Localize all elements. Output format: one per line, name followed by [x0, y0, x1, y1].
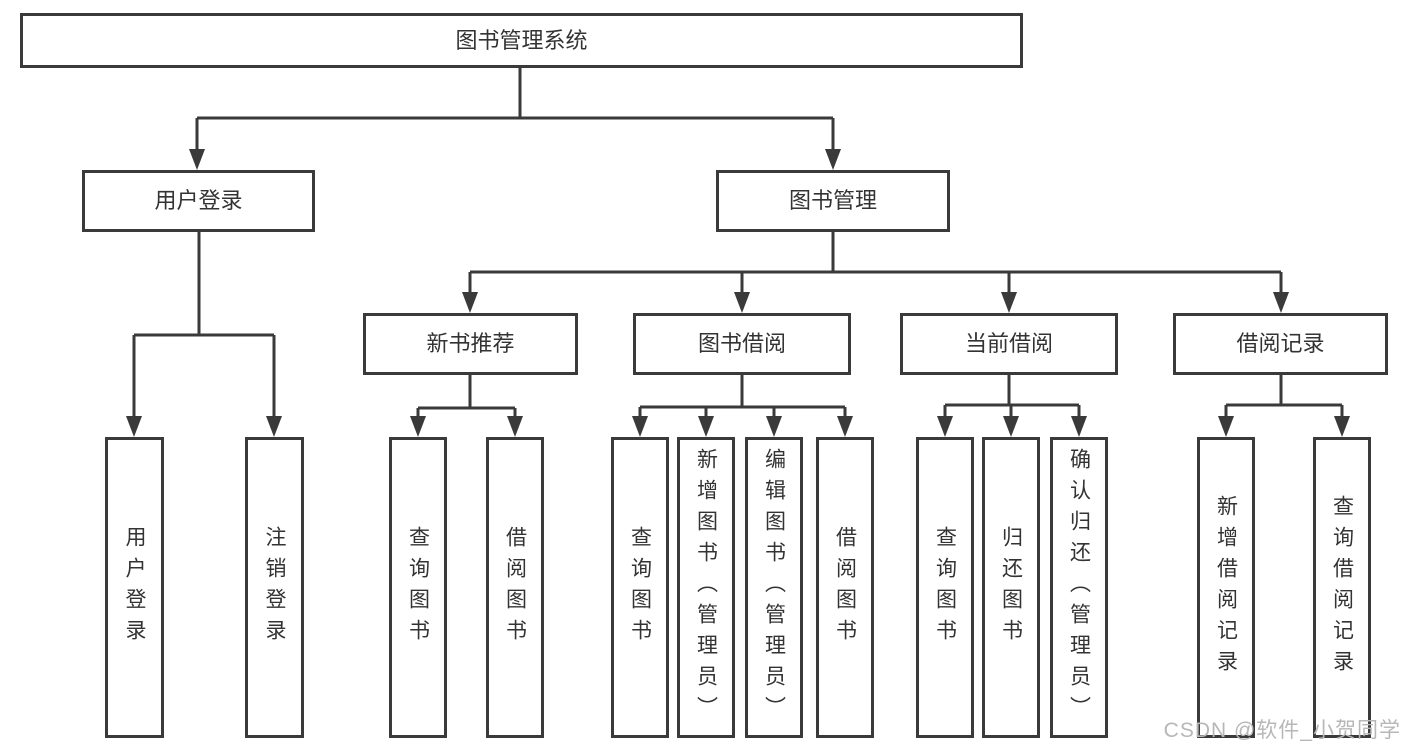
node-current-borrowing: 当前借阅 [900, 313, 1118, 375]
node-borrow-records: 借阅记录 [1173, 313, 1388, 375]
node-book-borrowing-label: 图书借阅 [697, 331, 786, 356]
leaf-borrowing-borrow-books: 借阅图书 [816, 437, 874, 738]
leaf-recommend-query-books: 查询图书 [389, 437, 447, 738]
leaf-borrowing-edit-books-admin-label: 编辑图书（管理员） [762, 448, 786, 727]
leaf-current-confirm-return-admin: 确认归还（管理员） [1050, 437, 1108, 738]
node-borrow-records-label: 借阅记录 [1236, 331, 1325, 356]
node-new-book-recommend-label: 新书推荐 [426, 331, 515, 356]
watermark: CSDN @软件_小贺同学 [1163, 719, 1401, 742]
leaf-borrowing-query-books-label: 查询图书 [628, 525, 652, 650]
leaf-records-add-record-label: 新增借阅记录 [1214, 494, 1238, 681]
leaf-records-query-record: 查询借阅记录 [1313, 437, 1371, 738]
leaf-logout: 注销登录 [245, 437, 304, 738]
leaf-current-return-books-label: 归还图书 [999, 525, 1023, 650]
node-current-borrowing-label: 当前借阅 [964, 331, 1053, 356]
leaf-records-add-record: 新增借阅记录 [1197, 437, 1255, 738]
node-book-management-label: 图书管理 [788, 188, 877, 213]
leaf-borrowing-borrow-books-label: 借阅图书 [833, 525, 857, 650]
leaf-borrowing-query-books: 查询图书 [611, 437, 669, 738]
leaf-recommend-query-books-label: 查询图书 [406, 525, 430, 650]
leaf-current-return-books: 归还图书 [982, 437, 1040, 738]
leaf-current-query-books-label: 查询图书 [933, 525, 957, 650]
leaf-logout-label: 注销登录 [263, 525, 286, 650]
leaf-borrowing-edit-books-admin: 编辑图书（管理员） [745, 437, 803, 738]
node-book-borrowing: 图书借阅 [633, 313, 851, 375]
leaf-borrowing-add-books-admin-label: 新增图书（管理员） [694, 448, 718, 727]
leaf-current-confirm-return-admin-label: 确认归还（管理员） [1067, 448, 1091, 727]
leaf-recommend-borrow-books-label: 借阅图书 [503, 525, 527, 650]
node-new-book-recommend: 新书推荐 [363, 313, 578, 375]
leaf-user-login-label: 用户登录 [123, 525, 146, 650]
leaf-records-query-record-label: 查询借阅记录 [1330, 494, 1354, 681]
root-node-label: 图书管理系统 [455, 27, 588, 53]
node-book-management: 图书管理 [716, 170, 950, 232]
node-user-login: 用户登录 [82, 170, 315, 232]
node-user-login-label: 用户登录 [154, 188, 243, 213]
root-node: 图书管理系统 [20, 13, 1023, 68]
leaf-user-login: 用户登录 [105, 437, 164, 738]
leaf-recommend-borrow-books: 借阅图书 [486, 437, 544, 738]
leaf-borrowing-add-books-admin: 新增图书（管理员） [677, 437, 735, 738]
leaf-current-query-books: 查询图书 [916, 437, 974, 738]
